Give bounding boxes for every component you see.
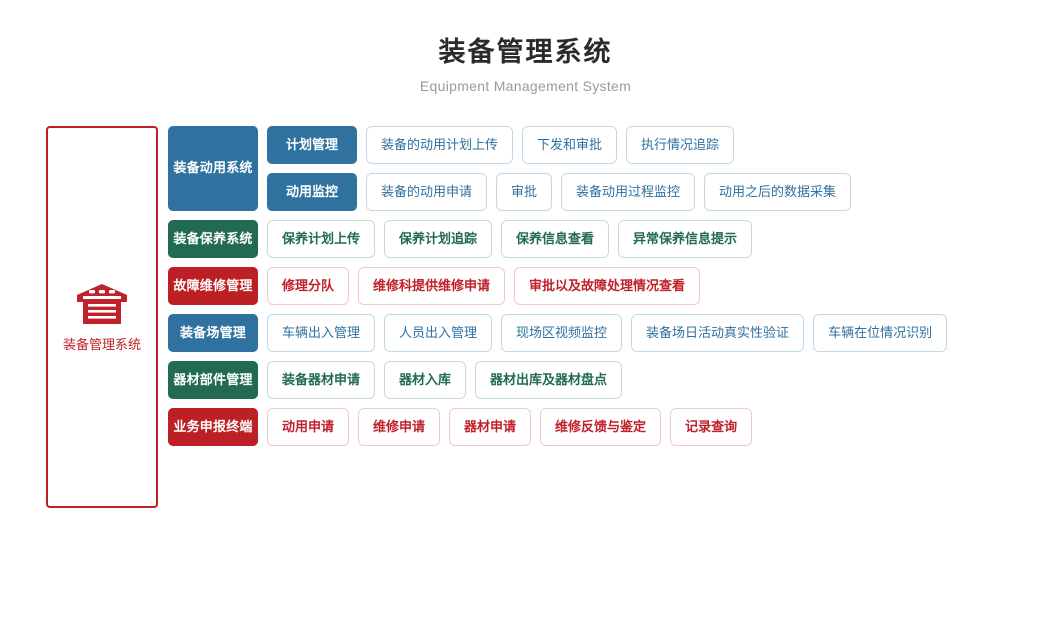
- leaf-item[interactable]: 异常保养信息提示: [618, 220, 753, 258]
- subsystem-rows: 装备动用系统 计划管理 装备的动用计划上传 下发和审批 执行情况追踪 动用监控 …: [168, 126, 1051, 446]
- leaf-item[interactable]: 装备动用过程监控: [561, 173, 696, 211]
- leaf-item[interactable]: 动用申请: [267, 408, 350, 446]
- leaf-item[interactable]: 车辆在位情况识别: [813, 314, 948, 352]
- leaf-item[interactable]: 动用之后的数据采集: [704, 173, 852, 211]
- category-box-parts-management[interactable]: 器材部件管理: [168, 361, 258, 399]
- page-subtitle: Equipment Management System: [419, 78, 632, 95]
- leaf-item[interactable]: 装备器材申请: [267, 361, 376, 399]
- leaf-item[interactable]: 装备的动用申请: [366, 173, 488, 211]
- subgroup-list-6: 动用申请 维修申请 器材申请 维修反馈与鉴定 记录查询: [267, 408, 1051, 446]
- subgroup-box-plan-management[interactable]: 计划管理: [267, 126, 357, 164]
- leaf-item[interactable]: 保养计划上传: [267, 220, 376, 258]
- leaf-row: 车辆出入管理 人员出入管理 现场区视频监控 装备场日活动真实性验证 车辆在位情况…: [267, 314, 1051, 352]
- page-header: 装备管理系统 Equipment Management System: [0, 0, 1051, 94]
- leaf-row: 动用申请 维修申请 器材申请 维修反馈与鉴定 记录查询: [267, 408, 1051, 446]
- leaf-item[interactable]: 修理分队: [267, 267, 350, 305]
- leaf-item[interactable]: 审批: [496, 173, 553, 211]
- subgroup-list-1: 计划管理 装备的动用计划上传 下发和审批 执行情况追踪 动用监控 装备的动用申请…: [267, 126, 1051, 211]
- leaf-item[interactable]: 车辆出入管理: [267, 314, 376, 352]
- subgroup-row-usage-monitoring: 动用监控 装备的动用申请 审批 装备动用过程监控 动用之后的数据采集: [267, 173, 1051, 211]
- leaf-item[interactable]: 装备场日活动真实性验证: [631, 314, 805, 352]
- subsystem-row-2: 装备保养系统 保养计划上传 保养计划追踪 保养信息查看 异常保养信息提示: [168, 220, 1051, 258]
- leaf-item[interactable]: 保养信息查看: [501, 220, 610, 258]
- category-box-depot-management[interactable]: 装备场管理: [168, 314, 258, 352]
- leaf-item[interactable]: 下发和审批: [522, 126, 618, 164]
- leaf-item[interactable]: 记录查询: [670, 408, 753, 446]
- leaf-item[interactable]: 器材出库及器材盘点: [475, 361, 623, 399]
- subgroup-list-3: 修理分队 维修科提供维修申请 审批以及故障处理情况查看: [267, 267, 1051, 305]
- warehouse-icon: [77, 283, 127, 324]
- leaf-row: 装备器材申请 器材入库 器材出库及器材盘点: [267, 361, 1051, 399]
- subgroup-list-2: 保养计划上传 保养计划追踪 保养信息查看 异常保养信息提示: [267, 220, 1051, 258]
- leaf-row: 保养计划上传 保养计划追踪 保养信息查看 异常保养信息提示: [267, 220, 1051, 258]
- leaf-item[interactable]: 现场区视频监控: [501, 314, 623, 352]
- root-system-panel[interactable]: 装备管理系统: [46, 126, 158, 508]
- category-box-equipment-usage[interactable]: 装备动用系统: [168, 126, 258, 211]
- leaf-item[interactable]: 人员出入管理: [384, 314, 493, 352]
- root-system-label: 装备管理系统: [62, 336, 141, 352]
- subsystem-row-1: 装备动用系统 计划管理 装备的动用计划上传 下发和审批 执行情况追踪 动用监控 …: [168, 126, 1051, 211]
- category-box-fault-repair[interactable]: 故障维修管理: [168, 267, 258, 305]
- leaf-item[interactable]: 装备的动用计划上传: [366, 126, 514, 164]
- subgroup-list-5: 装备器材申请 器材入库 器材出库及器材盘点: [267, 361, 1051, 399]
- leaf-row: 修理分队 维修科提供维修申请 审批以及故障处理情况查看: [267, 267, 1051, 305]
- leaf-item[interactable]: 器材入库: [384, 361, 467, 399]
- category-box-declaration-terminal[interactable]: 业务申报终端: [168, 408, 258, 446]
- leaf-item[interactable]: 保养计划追踪: [384, 220, 493, 258]
- subgroup-list-4: 车辆出入管理 人员出入管理 现场区视频监控 装备场日活动真实性验证 车辆在位情况…: [267, 314, 1051, 352]
- page-title: 装备管理系统: [438, 37, 613, 67]
- leaf-item[interactable]: 器材申请: [449, 408, 532, 446]
- leaf-item[interactable]: 审批以及故障处理情况查看: [514, 267, 701, 305]
- subsystem-row-4: 装备场管理 车辆出入管理 人员出入管理 现场区视频监控 装备场日活动真实性验证 …: [168, 314, 1051, 352]
- leaf-item[interactable]: 维修反馈与鉴定: [540, 408, 662, 446]
- subsystem-row-3: 故障维修管理 修理分队 维修科提供维修申请 审批以及故障处理情况查看: [168, 267, 1051, 305]
- category-box-maintenance-system[interactable]: 装备保养系统: [168, 220, 258, 258]
- subsystem-row-5: 器材部件管理 装备器材申请 器材入库 器材出库及器材盘点: [168, 361, 1051, 399]
- leaf-item[interactable]: 维修申请: [358, 408, 441, 446]
- system-architecture-diagram: 装备管理系统 装备动用系统 计划管理 装备的动用计划上传 下发和审批 执行情况追…: [0, 126, 1051, 508]
- leaf-item[interactable]: 维修科提供维修申请: [358, 267, 506, 305]
- subgroup-row-plan-management: 计划管理 装备的动用计划上传 下发和审批 执行情况追踪: [267, 126, 1051, 164]
- subsystem-row-6: 业务申报终端 动用申请 维修申请 器材申请 维修反馈与鉴定 记录查询: [168, 408, 1051, 446]
- subgroup-box-usage-monitoring[interactable]: 动用监控: [267, 173, 357, 211]
- leaf-item[interactable]: 执行情况追踪: [626, 126, 735, 164]
